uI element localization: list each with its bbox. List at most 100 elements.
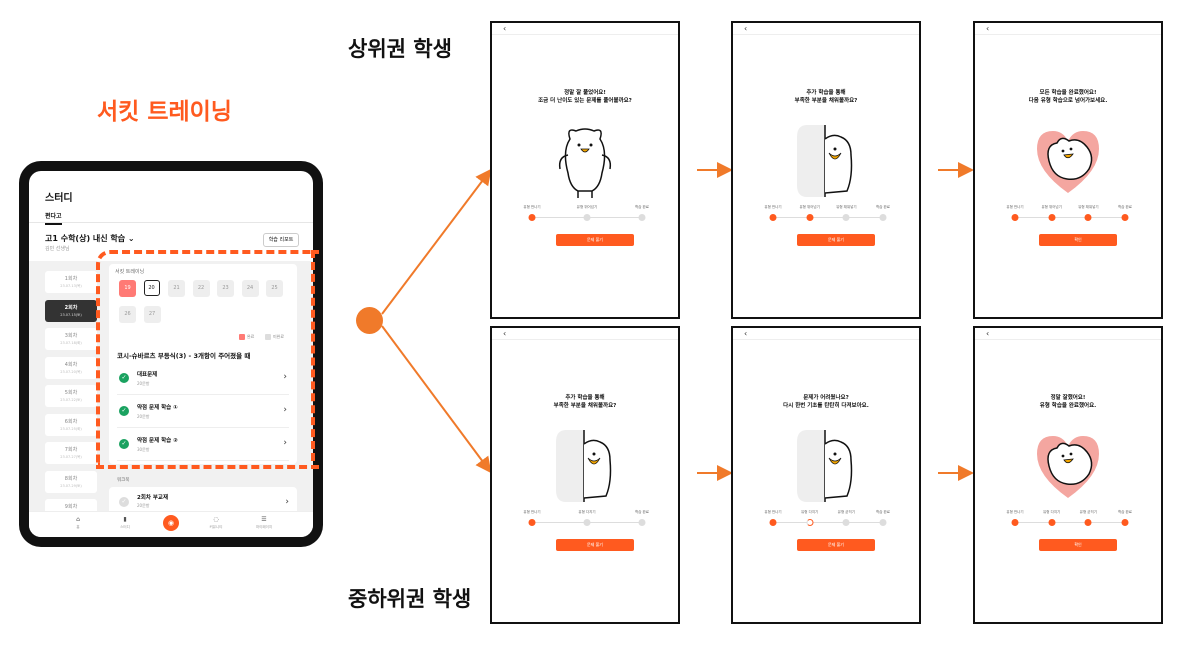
- primary-button[interactable]: 확인: [1039, 539, 1117, 551]
- header-divider: [492, 339, 678, 340]
- camera-button[interactable]: ◉: [163, 515, 179, 531]
- check-icon: ✓: [119, 439, 129, 449]
- nav-mypage[interactable]: ☰마이페이지: [249, 516, 279, 530]
- app-title: 스터디: [45, 193, 73, 204]
- header-divider: [975, 339, 1161, 340]
- session-date: 23.07.27(목): [60, 455, 82, 459]
- session-date: 23.07.20(목): [60, 369, 82, 374]
- result-message: 모든 학습을 완료했어요!다음 유형 학습으로 넘어가보세요.: [975, 89, 1161, 105]
- step-label: 학습 완료: [1118, 510, 1132, 514]
- primary-button[interactable]: 확인: [1039, 234, 1117, 246]
- back-arrow-icon[interactable]: ‹: [503, 329, 507, 338]
- mascot-standing-icon: [558, 128, 612, 198]
- step-label: 학습 완료: [876, 510, 890, 514]
- primary-button[interactable]: 문제 풀기: [797, 539, 875, 551]
- step-label: 유형 뛰어넘기: [576, 205, 598, 209]
- message-line: 다시 한번 기초를 탄탄히 다져보아요.: [783, 403, 869, 409]
- session-item[interactable]: 3회차 23.07.18(화): [45, 328, 97, 350]
- back-arrow-icon[interactable]: ‹: [503, 24, 507, 33]
- result-message: 정말 잘 풀었어요!조금 더 난이도 있는 문제를 풀어볼까요?: [492, 89, 678, 105]
- step-label: 유형 만나기: [523, 205, 541, 209]
- header-divider: [733, 34, 919, 35]
- primary-button[interactable]: 문제 풀기: [556, 539, 634, 551]
- legend-done-swatch: [239, 334, 245, 340]
- primary-button[interactable]: 문제 풀기: [797, 234, 875, 246]
- step-label: 유형 다지기: [801, 510, 819, 514]
- header-divider: [733, 339, 919, 340]
- home-icon: ⌂: [76, 516, 80, 523]
- top-row-title: 상위권 학생: [348, 37, 452, 61]
- calendar-day[interactable]: 27: [143, 306, 161, 323]
- chevron-down-icon: ⌄: [127, 234, 135, 243]
- tab-pyeondago[interactable]: 편다고: [45, 211, 62, 225]
- calendar-day[interactable]: 21: [168, 280, 185, 297]
- back-arrow-icon[interactable]: ‹: [744, 24, 748, 33]
- step-label: 유형 만나기: [523, 510, 541, 514]
- step-label: 유형 만나기: [1006, 205, 1024, 209]
- session-date: 23.07.29(토): [60, 483, 82, 488]
- session-label: 5회차: [64, 390, 78, 396]
- session-label: 8회차: [64, 475, 78, 482]
- back-arrow-icon[interactable]: ‹: [986, 24, 990, 33]
- calendar-day[interactable]: 22: [192, 280, 210, 297]
- session-label: 6회차: [64, 418, 78, 425]
- screen-top-1: ‹ 정말 잘 풀었어요!조금 더 난이도 있는 문제를 풀어볼까요? 유형 만나기 유…: [490, 21, 680, 319]
- step-label: 학습 완료: [1118, 205, 1132, 209]
- progress-line: [1015, 217, 1125, 218]
- chat-icon: ◌: [213, 516, 219, 523]
- step-dot: [769, 214, 777, 221]
- bottom-nav: ⌂홈 ▮스터디 ◉ ◌ 커뮤니티 ☰마이페이지: [29, 511, 313, 537]
- step-label: 유형 뛰어넘기: [1041, 205, 1062, 209]
- check-icon: ✓: [119, 497, 129, 507]
- primary-button[interactable]: 문제 풀기: [556, 234, 634, 246]
- chevron-right-icon: ›: [283, 438, 287, 448]
- step-dot: [842, 214, 850, 221]
- study-item-count: 20문항: [137, 381, 150, 386]
- step-label: 유형 다지기: [578, 510, 596, 514]
- session-label: 3회차: [64, 333, 78, 339]
- tablet-mockup: 스터디 편다고 고1 수학(상) 내신 학습 ⌄ 김민 선생님 학습 리포트 1…: [19, 161, 323, 547]
- calendar-day[interactable]: 24: [241, 280, 259, 297]
- progress-line: [773, 522, 883, 523]
- session-item[interactable]: 7회차 23.07.27(목): [45, 442, 97, 464]
- back-arrow-icon[interactable]: ‹: [744, 329, 748, 338]
- legend-done: 완료: [239, 334, 254, 340]
- calendar-day[interactable]: 25: [266, 280, 283, 297]
- nav-home[interactable]: ⌂홈: [63, 516, 93, 530]
- step-dot: [583, 214, 591, 221]
- menu-icon: ☰: [261, 516, 267, 523]
- course-name: 고1 수학(상) 내신 학습: [45, 234, 126, 243]
- nav-study-label: 스터디: [120, 525, 130, 529]
- report-button[interactable]: 학습 리포트: [263, 233, 299, 247]
- session-label: 7회차: [64, 447, 78, 453]
- calendar-day[interactable]: 19: [119, 280, 136, 297]
- highlight-dashed-edge: [311, 250, 315, 461]
- step-dot: [583, 519, 591, 526]
- nav-study[interactable]: ▮스터디: [110, 516, 140, 530]
- session-date: 23.07.18(화): [60, 341, 82, 345]
- calendar-day[interactable]: 26: [119, 306, 136, 323]
- back-arrow-icon[interactable]: ‹: [986, 329, 990, 338]
- nav-community[interactable]: ◌ 커뮤니티: [201, 516, 231, 530]
- calendar-day[interactable]: 23: [217, 280, 234, 297]
- course-selector[interactable]: 고1 수학(상) 내신 학습 ⌄: [45, 233, 135, 244]
- nav-community-label: 커뮤니티: [209, 525, 223, 529]
- highlight-dashed-box: [96, 250, 319, 469]
- step-dot: [1084, 214, 1092, 221]
- arrow-to-bottom-row: [381, 325, 492, 474]
- mascot-peeking-icon: [797, 125, 853, 197]
- calendar-day[interactable]: 20: [143, 280, 160, 296]
